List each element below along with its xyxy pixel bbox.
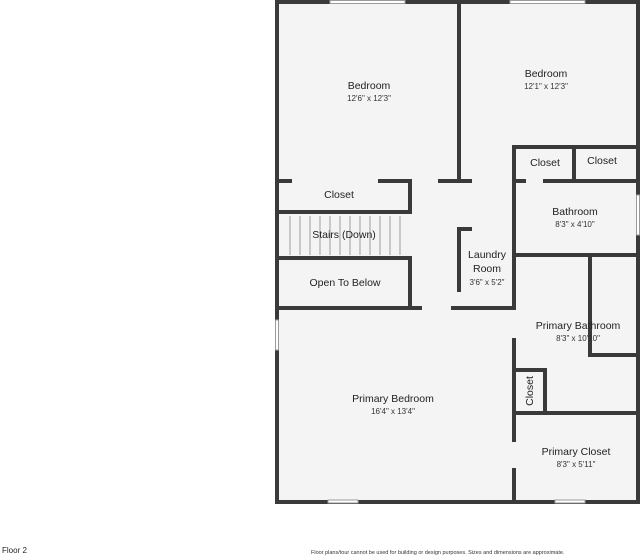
closet-hall-name: Closet xyxy=(324,189,354,201)
bedroom-right-dims: 12'1" x 12'3" xyxy=(524,82,568,91)
windows xyxy=(275,0,640,504)
disclaimer-text: Floor plans/tour cannot be used for buil… xyxy=(311,550,565,556)
laundry-name-line2: Room xyxy=(473,263,501,275)
floor-label: Floor 2 xyxy=(2,546,27,555)
bedroom-left-dims: 12'6" x 12'3" xyxy=(347,94,391,103)
bedroom-right-name: Bedroom xyxy=(525,68,568,80)
primary-bedroom-dims: 16'4" x 13'4" xyxy=(371,407,415,416)
laundry-name-line1: Laundry xyxy=(468,249,507,261)
open-to-below-name: Open To Below xyxy=(309,277,380,289)
primary-closet-dims: 8'3" x 5'11" xyxy=(557,460,596,469)
closet-vertical-name: Closet xyxy=(524,376,536,406)
laundry-dims: 3'6" x 5'2" xyxy=(470,278,505,287)
walls xyxy=(275,0,640,504)
stair-treads xyxy=(289,216,401,255)
bathroom-dims: 8'3" x 4'10" xyxy=(555,220,595,229)
closet-b-name: Closet xyxy=(587,155,617,167)
primary-closet-name: Primary Closet xyxy=(542,446,611,458)
bedroom-left-name: Bedroom xyxy=(348,80,391,92)
bathroom-name: Bathroom xyxy=(552,206,598,218)
primary-bedroom-name: Primary Bedroom xyxy=(352,393,434,405)
closet-a-name: Closet xyxy=(530,157,560,169)
primary-bathroom-dims: 8'3" x 10'10" xyxy=(556,334,600,343)
stairs-name: Stairs (Down) xyxy=(312,229,376,241)
primary-bathroom-name: Primary Bathroom xyxy=(536,320,621,332)
